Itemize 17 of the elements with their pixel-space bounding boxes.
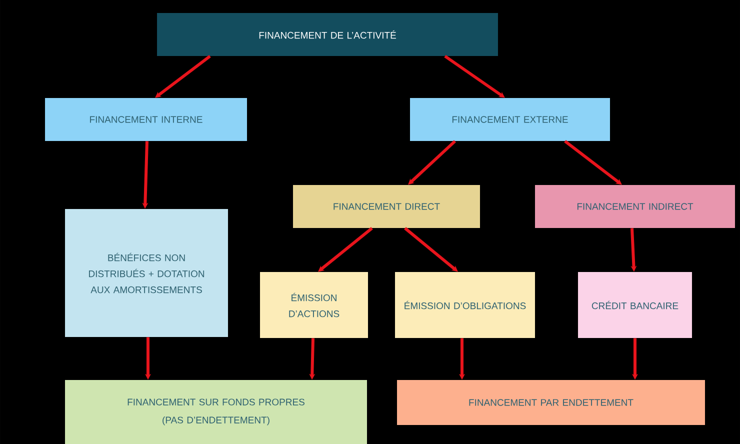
connector-arrow (444, 54, 505, 98)
category-box: FINANCEMENT INDIRECT (535, 185, 735, 228)
title-box: FINANCEMENT DE L’ACTIVITÉ (157, 13, 498, 56)
connector-arrow (318, 227, 373, 272)
category-box: CRÉDIT BANCAIRE (578, 272, 692, 338)
connector-arrow (564, 140, 622, 185)
category-box: ÉMISSION D’OBLIGATIONS (395, 272, 535, 338)
connector-arrow (404, 227, 458, 272)
result-box: FINANCEMENT PAR ENDETTEMENT (397, 380, 705, 425)
text-box: BÉNÉFICES NON DISTRIBUÉS + DOTATION AUX AMORTISSEMENTS (65, 209, 228, 337)
category-box: FINANCEMENT EXTERNE (410, 98, 610, 141)
result-box: FINANCEMENT SUR FONDS PROPRES (PAS D’ENDETTEMENT) (65, 380, 367, 444)
category-box: FINANCEMENT DIRECT (293, 185, 480, 228)
category-box: FINANCEMENT INTERNE (45, 98, 247, 141)
category-box: ÉMISSION D’ACTIONS (260, 272, 368, 338)
connector-arrow (408, 140, 456, 185)
connector-arrow (155, 55, 211, 98)
